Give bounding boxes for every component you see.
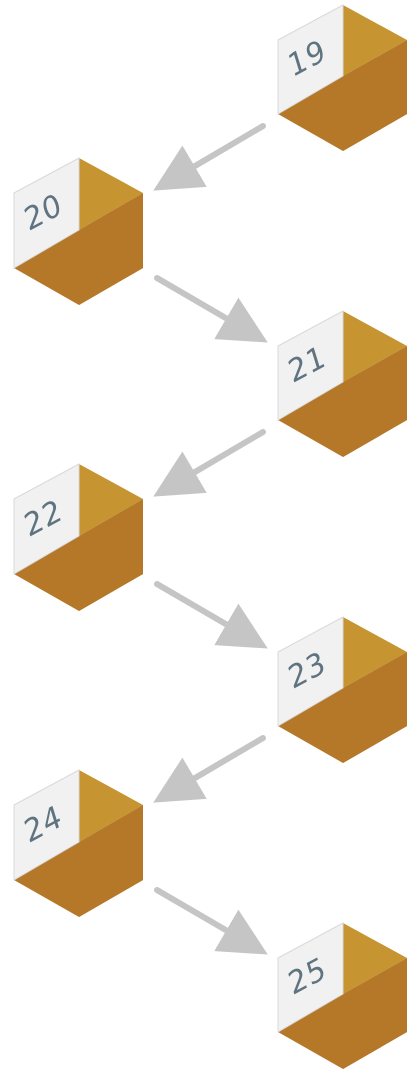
arrow-19-to-20 bbox=[153, 123, 266, 191]
cube-20-bottom-face bbox=[14, 230, 143, 305]
cube-20: 20 bbox=[13, 157, 143, 305]
cube-25-bottom-face bbox=[278, 994, 407, 1069]
cube-19-top-face bbox=[343, 5, 407, 76]
cube-22-bottom-face bbox=[14, 536, 143, 611]
cube-21-front-face bbox=[277, 310, 344, 421]
cube-23-top-face bbox=[343, 617, 407, 688]
cube-23-bottom-face bbox=[278, 688, 407, 763]
arrow-22-to-23 bbox=[154, 581, 268, 649]
cube-21: 21 bbox=[277, 310, 407, 457]
cube-21-bottom-face bbox=[278, 382, 407, 457]
cube-21-top-face bbox=[343, 311, 407, 382]
cube-19: 19 bbox=[277, 4, 407, 151]
cube-19-bottom-face bbox=[278, 76, 407, 151]
arrow-21-to-22 bbox=[153, 429, 266, 497]
cube-23-front-face bbox=[277, 616, 344, 727]
cube-22: 22 bbox=[13, 463, 143, 611]
cube-24-front-face bbox=[13, 769, 80, 881]
cube-23: 23 bbox=[277, 616, 407, 763]
arrow-23-to-24 bbox=[153, 735, 266, 803]
cube-19-front-face bbox=[277, 4, 344, 115]
cube-20-top-face bbox=[79, 158, 143, 230]
cube-22-top-face bbox=[79, 464, 143, 536]
cube-24-top-face bbox=[79, 770, 143, 842]
cube-24: 24 bbox=[13, 769, 143, 917]
cube-25: 25 bbox=[277, 922, 407, 1069]
cube-25-front-face bbox=[277, 922, 344, 1033]
cube-24-bottom-face bbox=[14, 842, 143, 917]
arrow-24-to-25 bbox=[154, 887, 268, 955]
cube-20-front-face bbox=[13, 157, 80, 269]
arrow-20-to-21 bbox=[154, 275, 268, 343]
cube-22-front-face bbox=[13, 463, 80, 575]
cube-25-top-face bbox=[343, 923, 407, 994]
